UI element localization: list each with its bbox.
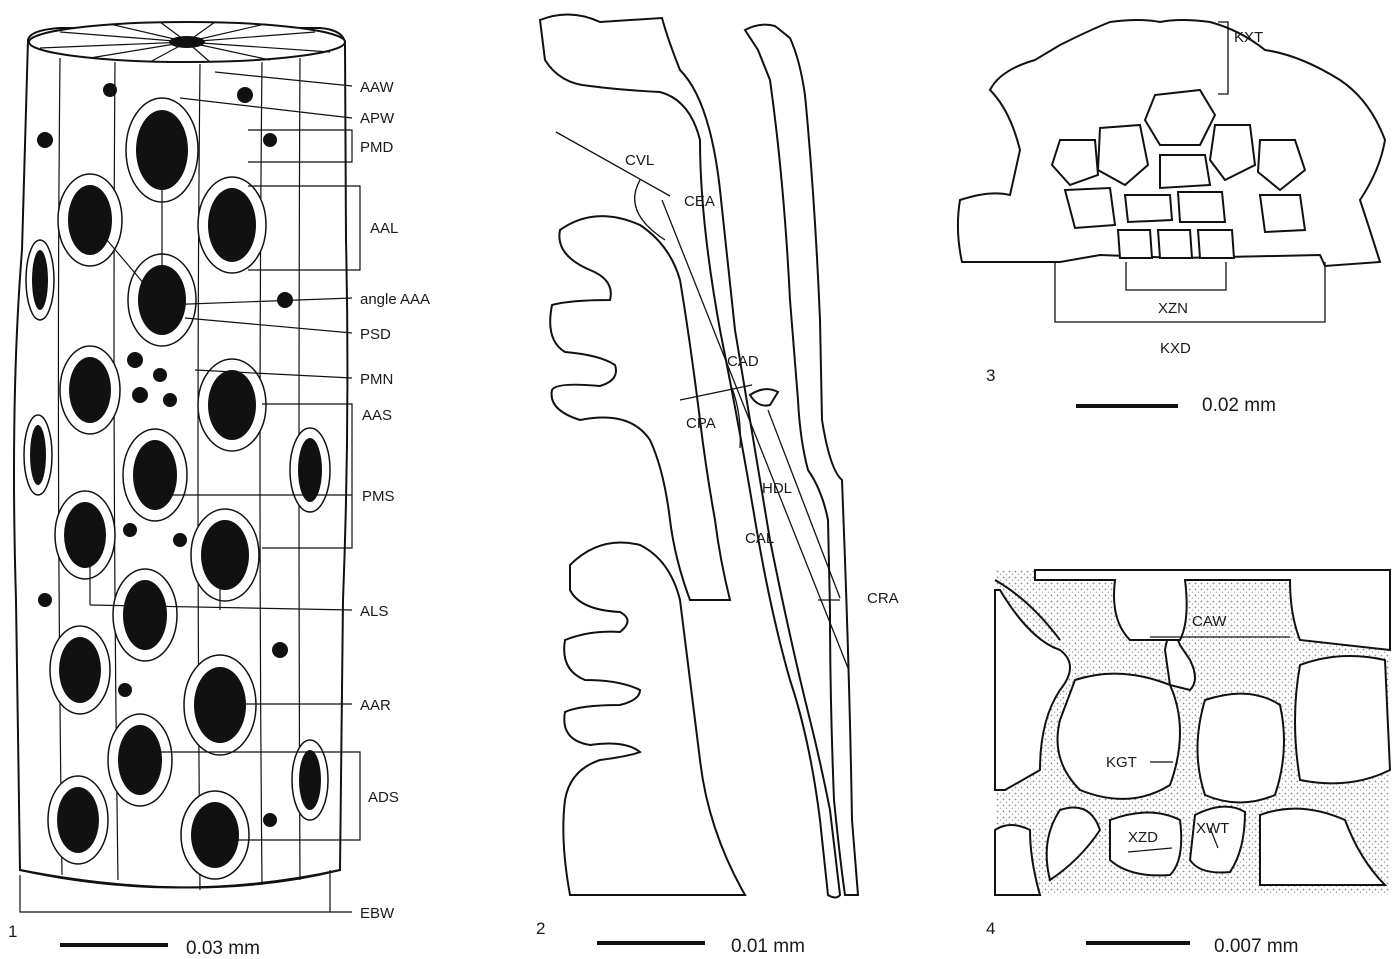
scale-label-2: 0.01 mm	[731, 936, 805, 957]
label-aaw: AAW	[360, 79, 394, 96]
panel-number-3: 3	[986, 366, 995, 385]
label-xwt: XWT	[1196, 820, 1229, 837]
label-caw: CAW	[1192, 613, 1227, 630]
label-kxd: KXD	[1160, 340, 1191, 357]
outer-wall	[540, 14, 840, 897]
panel-1-drawing	[14, 22, 347, 890]
label-cra: CRA	[867, 590, 899, 607]
label-xzd: XZD	[1128, 829, 1158, 846]
label-kxt: KXT	[1234, 29, 1263, 46]
scale-label-1: 0.03 mm	[186, 938, 260, 959]
polygonal-cells	[1052, 90, 1305, 258]
label-psd: PSD	[360, 326, 391, 343]
lobe-upper	[550, 216, 730, 600]
label-ads: ADS	[368, 789, 399, 806]
label-apw: APW	[360, 110, 395, 127]
label-cpa: CPA	[686, 415, 716, 432]
panel-2-drawing	[540, 14, 858, 897]
scale-label-4: 0.007 mm	[1214, 936, 1298, 957]
label-kgt: KGT	[1106, 754, 1137, 771]
panel-2-labels: CVL CEA CAD CPA HDL CAL CRA	[625, 152, 899, 607]
label-cad: CAD	[727, 353, 759, 370]
apertures	[24, 98, 330, 879]
label-pms: PMS	[362, 488, 395, 505]
label-cea: CEA	[684, 193, 715, 210]
label-cal: CAL	[745, 530, 774, 547]
panel-number-1: 1	[8, 922, 17, 941]
panel-number-2: 2	[536, 919, 545, 938]
label-aar: AAR	[360, 697, 391, 714]
panel-2-measures	[556, 132, 848, 668]
septum	[750, 389, 778, 405]
scale-bar-1: 0.03 mm	[60, 938, 260, 959]
scale-bar-2: 0.01 mm	[597, 936, 805, 957]
panel-1-labels: AAW APW PMD AAL angle AAA PSD PMN AAS PM…	[360, 79, 430, 922]
label-pmn: PMN	[360, 371, 393, 388]
label-aas: AAS	[362, 407, 392, 424]
panel-3-drawing	[958, 20, 1385, 266]
scale-bar-3: 0.02 mm	[1076, 395, 1276, 416]
scale-label-3: 0.02 mm	[1202, 395, 1276, 416]
label-ebw: EBW	[360, 905, 395, 922]
panel-number-4: 4	[986, 919, 995, 938]
label-cvl: CVL	[625, 152, 654, 169]
label-angle-aaa: angle AAA	[360, 291, 430, 308]
label-xzn: XZN	[1158, 300, 1188, 317]
cylinder-base	[20, 870, 340, 888]
label-hdl: HDL	[762, 480, 792, 497]
lobe-lower	[563, 543, 745, 896]
label-pmd: PMD	[360, 139, 394, 156]
inner-wall	[745, 25, 858, 895]
label-aal: AAL	[370, 220, 398, 237]
scale-bar-4: 0.007 mm	[1086, 936, 1298, 957]
label-als: ALS	[360, 603, 388, 620]
